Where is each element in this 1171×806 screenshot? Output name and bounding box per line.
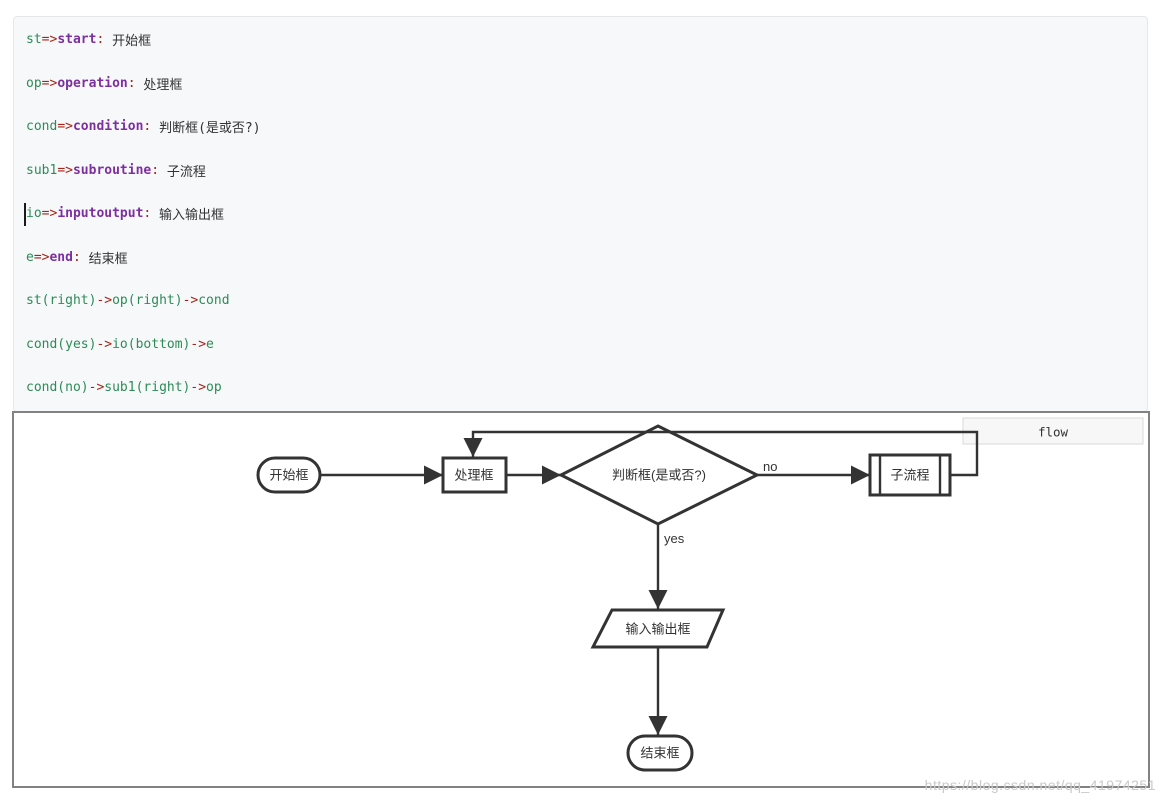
flow-tab-background (962, 417, 1144, 445)
code-token: operation (57, 75, 128, 91)
flowchart-svg: flow 开始框 处理框 判断框(是或否?) 子流程 输入输出框 结束框 no … (256, 417, 1144, 772)
code-token: : (143, 119, 152, 135)
code-token: : (143, 206, 152, 222)
code-token: 开始框 (104, 34, 152, 50)
text-cursor (24, 203, 26, 226)
code-line[interactable]: cond(yes)->io(bottom)->e (26, 323, 1135, 367)
flow-tab[interactable]: flow (962, 417, 1144, 445)
code-token: cond(yes) (26, 336, 97, 352)
code-line[interactable]: st=>start: 开始框 (26, 18, 1135, 62)
subroutine-node-label: 子流程 (890, 468, 929, 483)
code-token: end (49, 249, 73, 265)
code-token: op (26, 75, 42, 91)
operation-node-label: 处理框 (454, 468, 493, 483)
code-token: => (41, 32, 58, 48)
code-token: -> (96, 336, 113, 352)
code-token: e (26, 249, 34, 265)
code-token: => (41, 75, 58, 91)
code-line[interactable]: cond(no)->sub1(right)->op (26, 366, 1135, 410)
code-token: sub1 (26, 162, 58, 178)
code-token: sub1(right) (104, 380, 191, 396)
code-line[interactable]: op=>operation: 处理框 (26, 62, 1135, 106)
code-token: io(bottom) (112, 336, 191, 352)
code-token: => (57, 119, 73, 135)
code-token: st(right) (26, 293, 97, 309)
code-line[interactable]: e=>end: 结束框 (26, 236, 1135, 280)
code-token: -> (190, 380, 207, 396)
code-line[interactable]: st(right)->op(right)->cond (26, 279, 1135, 323)
code-token: inputoutput (57, 206, 144, 222)
flowchart-panel: flow 开始框 处理框 判断框(是或否?) 子流程 输入输出框 结束框 no … (12, 411, 1150, 788)
code-token: 结束框 (80, 251, 128, 267)
code-token: op(right) (112, 293, 183, 309)
code-token: 判断框(是或否?) (151, 121, 261, 137)
code-token: cond(no) (26, 380, 89, 396)
code-token: : (151, 162, 160, 178)
end-node-label: 结束框 (640, 746, 679, 761)
code-token: cond (26, 119, 58, 135)
subroutine-node (868, 453, 952, 497)
code-token: 输入输出框 (151, 208, 225, 224)
code-token: op (206, 380, 222, 396)
inputoutput-node (590, 608, 726, 649)
code-token: io (26, 206, 42, 222)
no-edge-label: no (763, 459, 777, 474)
code-token: : (127, 75, 136, 91)
code-line[interactable]: cond=>condition: 判断框(是或否?) (26, 105, 1135, 149)
code-line[interactable]: sub1=>subroutine: 子流程 (26, 149, 1135, 193)
code-token: => (41, 206, 58, 222)
code-token: : (96, 32, 105, 48)
edge-subroutine-loop-operation (463, 430, 979, 477)
code-token: condition (72, 119, 144, 135)
end-node (626, 734, 694, 772)
code-token: 处理框 (135, 77, 183, 93)
code-token: st (26, 32, 42, 48)
code-token: -> (182, 293, 199, 309)
code-token: -> (96, 293, 113, 309)
watermark-url: https://blog.csdn.net/qq_41974251 (924, 777, 1156, 793)
code-line[interactable]: io=>inputoutput: 输入输出框 (26, 192, 1135, 236)
operation-node (441, 456, 508, 494)
start-node-label: 开始框 (269, 468, 308, 483)
code-token: : (72, 249, 81, 265)
code-token: => (33, 249, 50, 265)
code-token: start (57, 32, 97, 48)
code-token: 子流程 (159, 164, 206, 180)
code-token: cond (198, 293, 230, 309)
inputoutput-node-label: 输入输出框 (625, 622, 690, 637)
code-token: -> (190, 336, 207, 352)
yes-edge-label: yes (664, 531, 685, 546)
code-token: => (57, 162, 73, 178)
flow-tab-label: flow (1038, 425, 1069, 440)
code-token: -> (88, 380, 105, 396)
condition-node-label: 判断框(是或否?) (612, 468, 706, 483)
code-token: e (206, 336, 214, 352)
code-token: subroutine (72, 162, 152, 178)
